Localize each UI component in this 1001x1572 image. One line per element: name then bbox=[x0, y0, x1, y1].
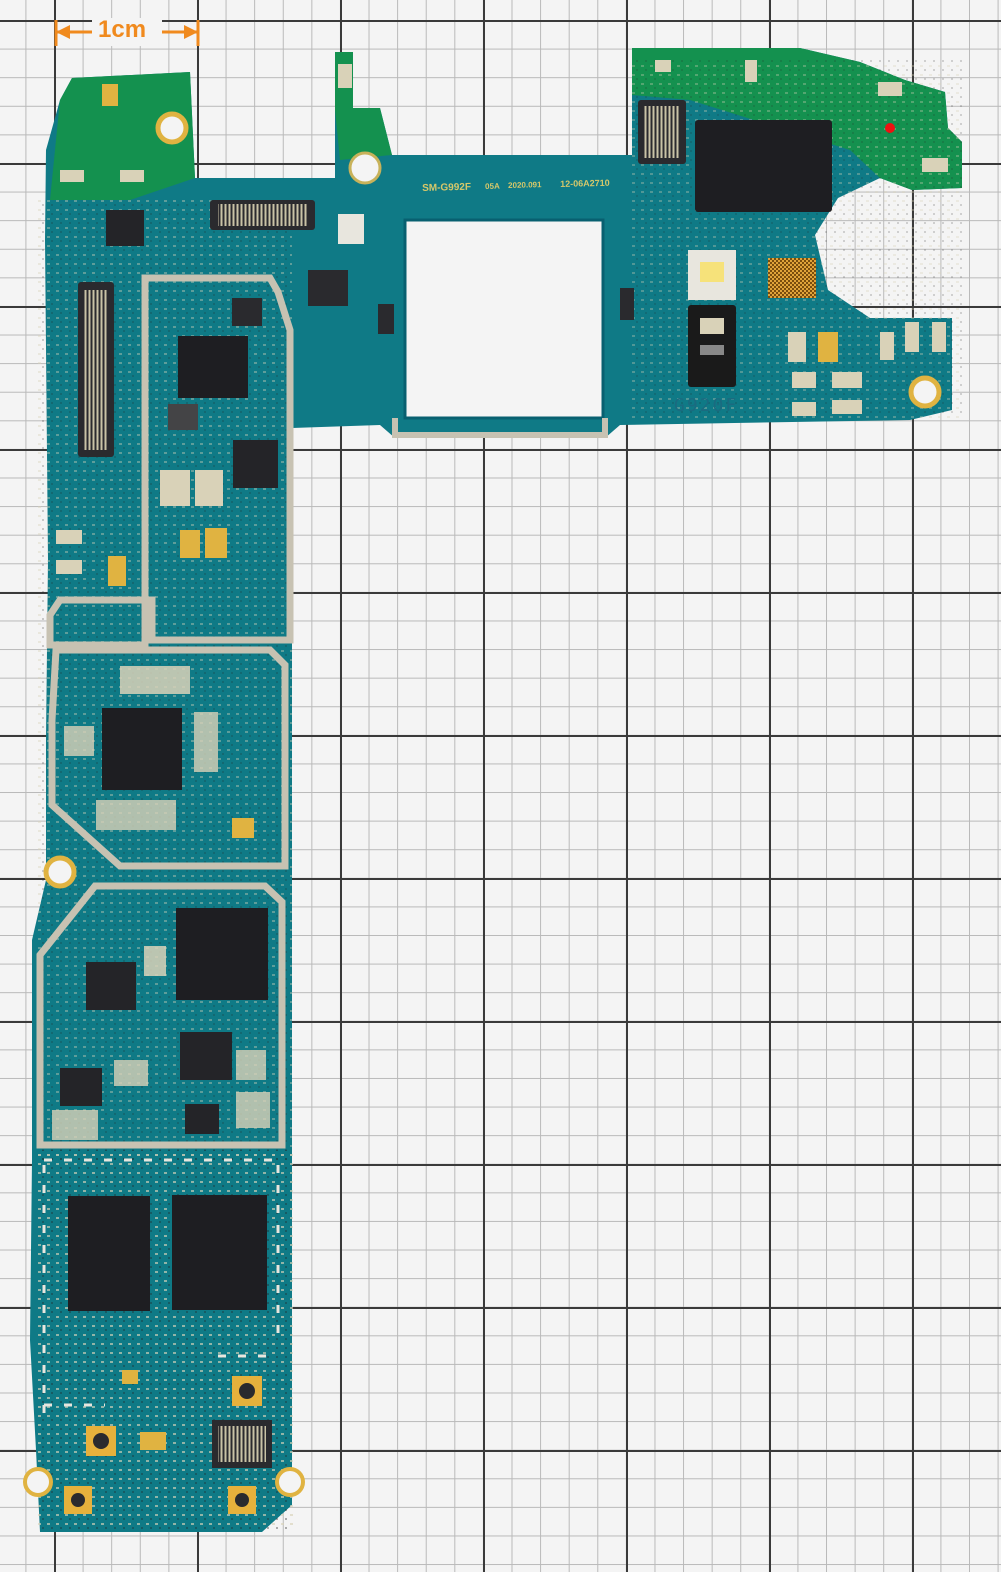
rf-connectors bbox=[64, 1376, 262, 1514]
board-revision-label: 05A bbox=[485, 181, 500, 191]
data-matrix-code bbox=[768, 258, 816, 298]
flash-module bbox=[688, 250, 736, 387]
rf-shield-middle bbox=[48, 646, 289, 870]
chips bbox=[60, 120, 832, 1311]
board-variant-label: G920F bbox=[674, 395, 739, 416]
board-model-label: SM-G992F bbox=[422, 181, 472, 194]
rf-shield-upper bbox=[46, 274, 294, 649]
silkscreen-dashes bbox=[42, 1158, 280, 1415]
board-date-label: 2020.091 bbox=[508, 180, 542, 190]
red-led bbox=[885, 123, 895, 133]
scale-bar bbox=[54, 18, 200, 46]
board-code-label: 12-06A2710 bbox=[560, 177, 610, 189]
passive-components bbox=[52, 60, 948, 1450]
bracket-under-window bbox=[392, 418, 608, 438]
connectors bbox=[78, 100, 686, 1468]
scale-bar-label: 1cm bbox=[98, 16, 147, 43]
rf-shield-lower bbox=[36, 882, 286, 1149]
